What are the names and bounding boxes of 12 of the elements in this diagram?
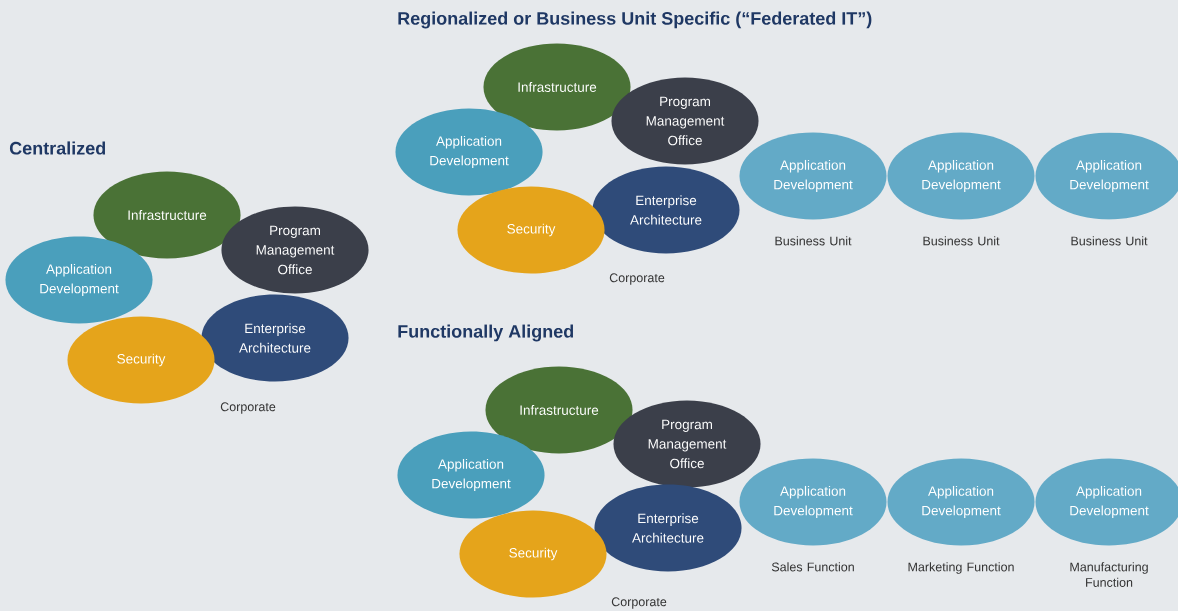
unit-caption: Marketing Function xyxy=(908,562,1014,574)
group-label: Corporate xyxy=(609,273,665,285)
unit-caption: Manufacturing Function xyxy=(1070,562,1148,587)
unit-caption: Business Unit xyxy=(1071,236,1148,246)
section-heading: Functionally Aligned xyxy=(398,324,574,342)
unit-caption: Sales Function xyxy=(771,562,854,572)
section-heading: Regionalized or Business Unit Specific (“Federated IT”) xyxy=(398,11,872,29)
group-label: Corporate xyxy=(611,597,667,609)
unit-caption: Business Unit xyxy=(923,236,1000,246)
group-label: Corporate xyxy=(220,402,276,414)
unit-caption: Business Unit xyxy=(775,236,852,246)
section-heading: Centralized xyxy=(9,141,106,155)
